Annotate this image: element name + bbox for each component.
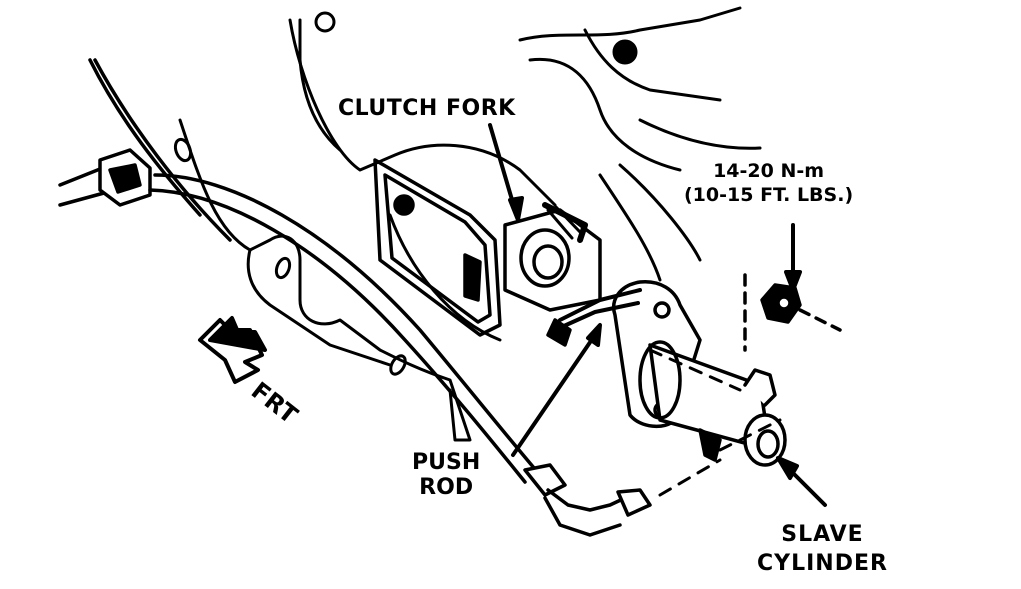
push-rod-label: PUSH ROD — [412, 450, 480, 501]
slave-line-1: SLAVE — [781, 522, 864, 547]
torque-ftlbs-text: (10-15 FT. LBS.) — [684, 183, 854, 206]
inspection-cover — [373, 158, 502, 337]
front-arrow-icon — [198, 316, 267, 384]
leader-lines — [488, 123, 827, 507]
slave-cylinder — [546, 280, 787, 467]
hydraulic-line — [58, 58, 652, 537]
torque-spec-label: 14-20 N-m (10-15 FT. LBS.) — [684, 160, 853, 208]
clutch-fork-label: CLUTCH FORK — [338, 96, 516, 121]
slave-cylinder-label: SLAVE CYLINDER — [757, 521, 888, 578]
slave-line-2: CYLINDER — [757, 550, 888, 576]
push-rod-line-1: PUSH — [412, 450, 481, 475]
mounting-nut — [743, 273, 842, 352]
torque-nm-text: 14-20 N-m — [713, 160, 825, 182]
housing-flange — [173, 118, 472, 442]
alignment-lines — [648, 348, 782, 497]
push-rod-line-2: ROD — [419, 475, 474, 501]
